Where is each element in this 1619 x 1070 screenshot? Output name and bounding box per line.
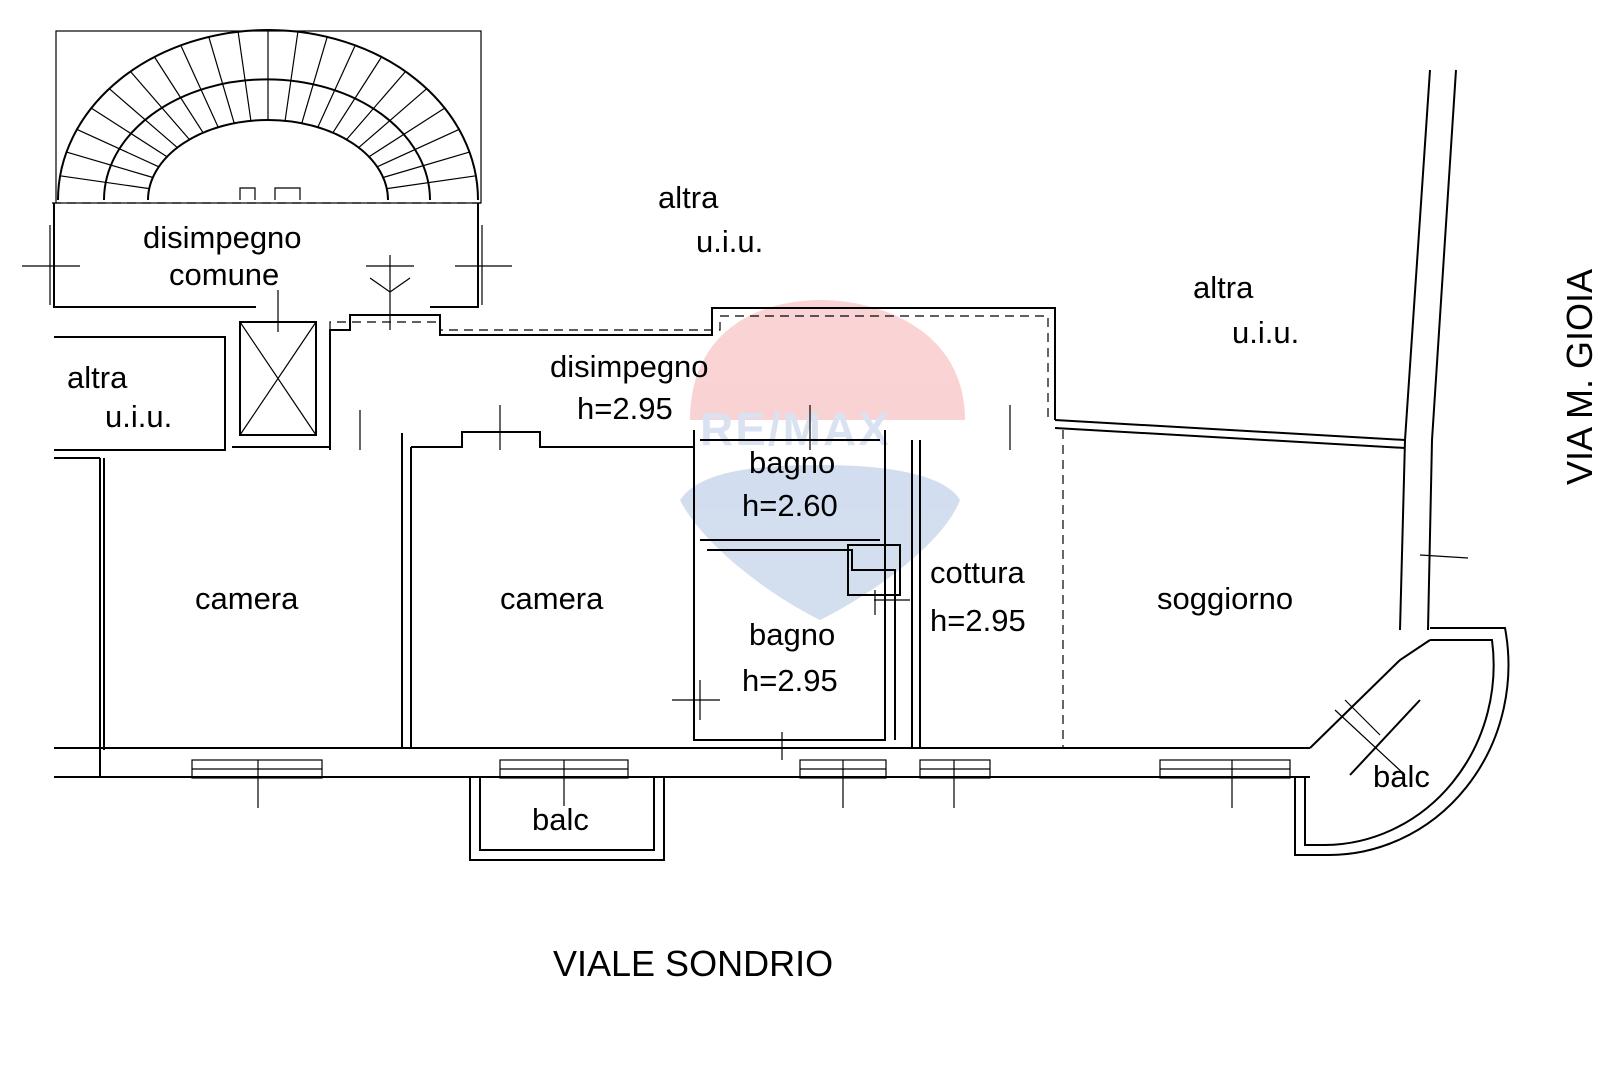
room-label-disimpegno-comune-1: disimpegno [143,220,302,255]
room-label-bagno-lower-1: bagno [749,617,835,652]
street-label-right: VIA M. GIOIA [1559,269,1600,485]
room-label-disimpegno-comune-2: comune [169,257,279,292]
balcony-bottom [469,777,665,861]
stair-step [358,88,428,149]
stair-step [90,107,168,158]
room-label-cottura-2: h=2.95 [930,603,1026,638]
stair-step [376,128,460,168]
room-label-altra-right-1: altra [1193,270,1254,305]
stair-step [208,36,235,124]
room-label-bagno-upper-2: h=2.60 [742,488,838,523]
room-label-bagno-lower-2: h=2.95 [742,663,838,698]
room-label-soggiorno: soggiorno [1157,581,1293,616]
stair-step [237,31,252,121]
stair-step [382,151,470,179]
stair-step [346,71,406,140]
stair-step [301,36,328,124]
stair-step [317,45,356,128]
stair-step [368,107,446,158]
room-label-disimpegno-1: disimpegno [550,349,709,384]
stair-step [153,56,204,134]
stair-step [284,31,299,121]
room-labels: disimpegno comune altra u.i.u. altra u.i… [67,180,1430,837]
room-label-balc-corner: balc [1373,759,1430,794]
room-label-camera-right: camera [500,581,604,616]
remax-watermark-text: RE/MAX [700,403,891,455]
interior-walls [359,405,1064,760]
room-label-altra-top-1: altra [658,180,719,215]
room-label-disimpegno-2: h=2.95 [577,391,673,426]
stair-step [180,45,219,128]
street-label-bottom: VIALE SONDRIO [553,943,833,984]
stair-step [76,128,160,168]
room-label-altra-right-2: u.i.u. [1232,315,1299,350]
stair-step [130,71,190,140]
remax-watermark: RE/MAX [680,300,965,620]
room-label-bagno-upper-1: bagno [749,445,835,480]
common-hall-walls [22,202,512,332]
elevator-shaft [239,321,317,436]
room-label-altra-left-2: u.i.u. [105,399,172,434]
stair-step [332,56,383,134]
stair-step [108,88,178,149]
room-label-altra-left-1: altra [67,360,128,395]
room-label-camera-left: camera [195,581,299,616]
staircase [55,29,482,204]
balloon-bottom [680,465,960,620]
room-label-balc-bottom: balc [532,802,589,837]
apartment-walls [54,69,1457,778]
room-label-altra-top-2: u.i.u. [696,224,763,259]
balloon-top [690,300,965,420]
balcony-corner [1294,554,1510,857]
stair-step [66,151,154,179]
stair-step [60,175,150,190]
stair-step [386,175,476,190]
windows [191,759,1291,808]
room-label-cottura-1: cottura [930,555,1026,590]
